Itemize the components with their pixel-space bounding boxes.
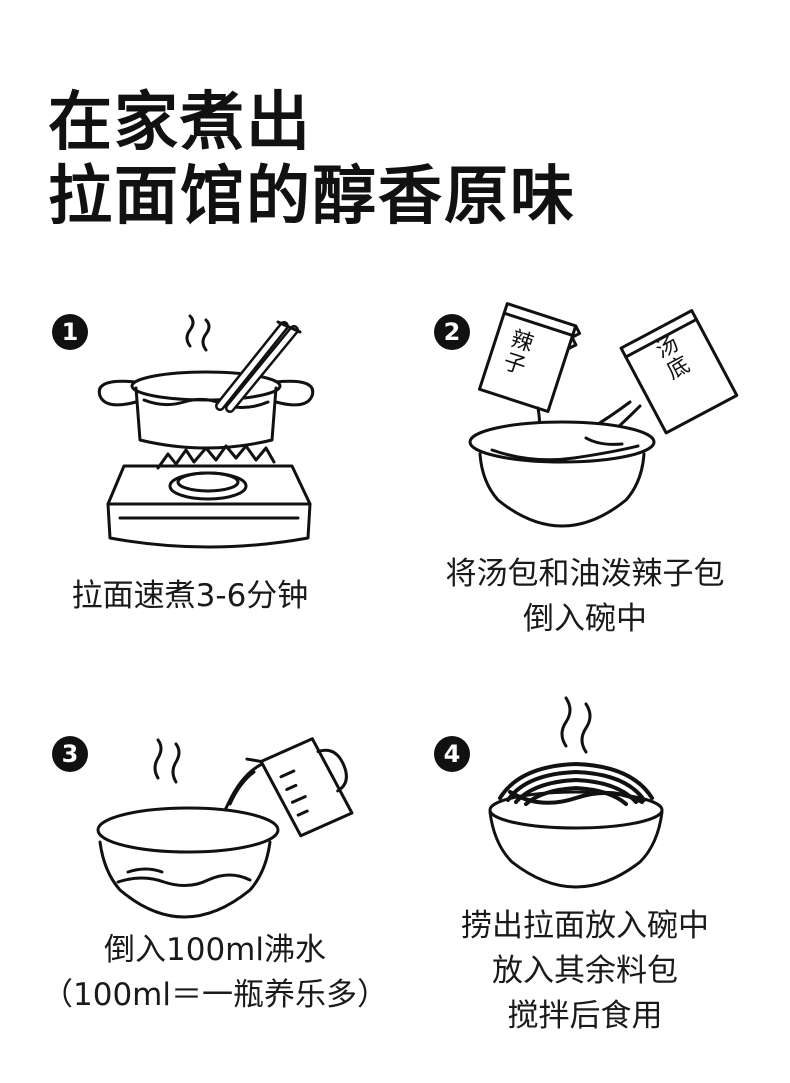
step-4-caption-line-3: 搅拌后食用 bbox=[507, 998, 663, 1034]
step-4-badge: 4 bbox=[434, 736, 470, 772]
step-1-caption-line-1: 拉面速煮3-6分钟 bbox=[71, 578, 309, 614]
pour-water-into-bowl-icon bbox=[84, 718, 359, 928]
step-2-caption: 将汤包和油泼辣子包 倒入碗中 bbox=[415, 552, 755, 642]
packet-label-spicy: 辣子 bbox=[500, 327, 536, 380]
step-3-badge: 3 bbox=[52, 736, 88, 772]
pot-on-stove-icon bbox=[96, 314, 326, 556]
step-2-caption-line-2: 倒入碗中 bbox=[523, 601, 647, 637]
step-3-caption: 倒入100ml沸水 （100ml＝一瓶养乐多） bbox=[30, 928, 400, 1018]
page-title: 在家煮出 拉面馆的醇香原味 bbox=[48, 86, 576, 234]
title-line-2: 拉面馆的醇香原味 bbox=[48, 160, 576, 234]
title-line-1: 在家煮出 bbox=[48, 86, 312, 160]
step-2-caption-line-1: 将汤包和油泼辣子包 bbox=[445, 556, 725, 592]
packet-label-soup-base: 汤底 bbox=[652, 331, 694, 385]
step-4-caption: 捞出拉面放入碗中 放入其余料包 搅拌后食用 bbox=[415, 904, 755, 1039]
step-1-caption: 拉面速煮3-6分钟 bbox=[40, 574, 340, 619]
step-3-caption-line-1: 倒入100ml沸水 bbox=[104, 932, 326, 968]
step-4-caption-line-1: 捞出拉面放入碗中 bbox=[461, 908, 709, 944]
step-2-badge: 2 bbox=[434, 314, 470, 350]
noodle-bowl-icon bbox=[486, 688, 676, 898]
step-4-caption-line-2: 放入其余料包 bbox=[492, 953, 678, 989]
seasoning-packets-into-bowl-icon bbox=[462, 302, 742, 529]
step-1-badge: 1 bbox=[52, 314, 88, 350]
step-3-caption-line-2: （100ml＝一瓶养乐多） bbox=[42, 977, 388, 1013]
